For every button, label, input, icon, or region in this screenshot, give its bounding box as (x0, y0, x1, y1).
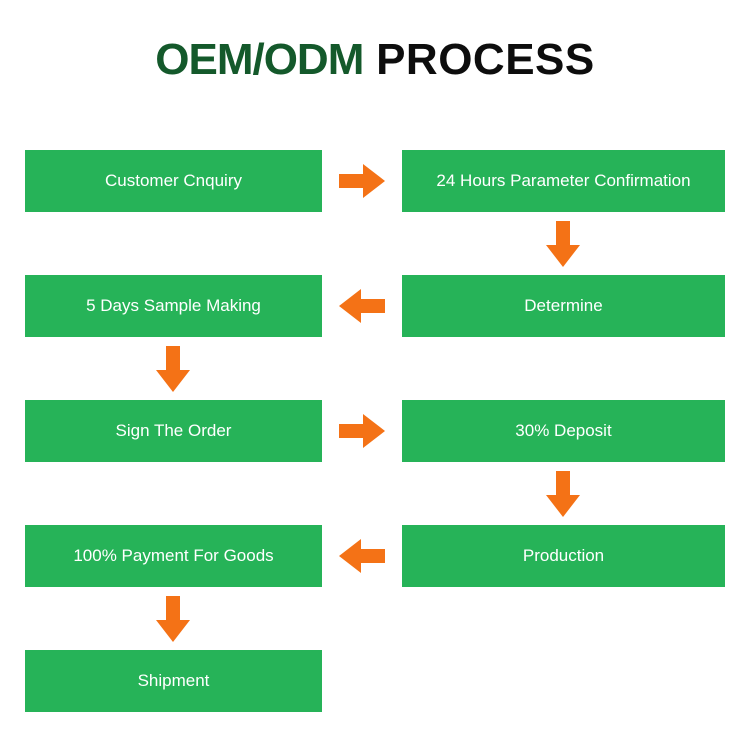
process-step-shipment[interactable]: Shipment (25, 650, 322, 712)
arrow-right-icon (339, 414, 385, 448)
process-step-label: 24 Hours Parameter Confirmation (436, 171, 691, 190)
process-step-label: Customer Cnquiry (105, 171, 242, 190)
arrow-right-icon (339, 164, 385, 198)
process-step-label: Sign The Order (115, 421, 232, 440)
process-step-label: 30% Deposit (515, 421, 612, 440)
arrow-left-icon (339, 539, 385, 573)
arrow-down-icon (156, 596, 190, 642)
page-title: OEM/ODM PROCESS (0, 34, 750, 86)
arrow-down-icon (546, 471, 580, 517)
arrow-left-icon (339, 289, 385, 323)
process-step-payment-for-goods[interactable]: 100% Payment For Goods (25, 525, 322, 587)
page-title-green-part: OEM/ODM (155, 35, 364, 84)
process-step-determine[interactable]: Determine (402, 275, 725, 337)
process-step-label: 5 Days Sample Making (86, 296, 261, 315)
arrow-down-icon (156, 346, 190, 392)
process-step-sample-making[interactable]: 5 Days Sample Making (25, 275, 322, 337)
process-step-label: Shipment (137, 671, 210, 690)
process-step-deposit[interactable]: 30% Deposit (402, 400, 725, 462)
process-step-sign-the-order[interactable]: Sign The Order (25, 400, 322, 462)
process-step-customer-enquiry[interactable]: Customer Cnquiry (25, 150, 322, 212)
arrow-down-icon (546, 221, 580, 267)
page-title-black-part: PROCESS (363, 35, 595, 84)
process-step-label: Production (522, 546, 605, 565)
process-step-production[interactable]: Production (402, 525, 725, 587)
process-step-label: 100% Payment For Goods (73, 546, 274, 565)
process-step-label: Determine (524, 296, 603, 315)
process-step-parameter-confirmation[interactable]: 24 Hours Parameter Confirmation (402, 150, 725, 212)
